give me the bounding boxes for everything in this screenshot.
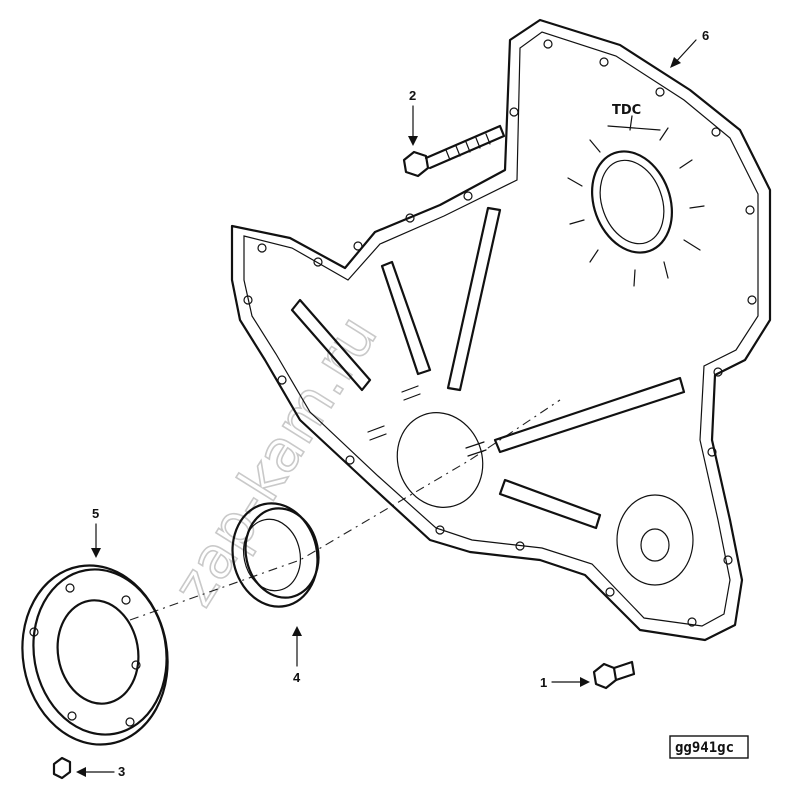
dowel-3: [465, 441, 487, 457]
callout-1: 1: [540, 675, 590, 690]
svg-text:5: 5: [92, 506, 99, 521]
tdc-underline: [607, 125, 661, 131]
dowel-1: [401, 385, 421, 401]
arrow-icon: [408, 136, 418, 146]
timing-gear-cover: TDC: [230, 18, 772, 642]
watermark: zap-kam.ru: [159, 304, 390, 618]
cover-bolt-short: [592, 660, 636, 690]
cover-center-opening: [396, 412, 484, 508]
timing-marks: [567, 115, 705, 287]
arrow-icon: [91, 548, 101, 558]
rib-5: [498, 478, 602, 530]
svg-text:gg941gc: gg941gc: [675, 740, 734, 756]
callout-2: 2: [408, 88, 418, 146]
arrow-icon: [292, 626, 302, 636]
svg-text:3: 3: [118, 764, 125, 779]
rib-2: [380, 260, 432, 376]
reference-tag: gg941gc: [669, 735, 749, 759]
rib-4: [493, 376, 686, 454]
callout-4: 4: [292, 626, 302, 685]
seal-bore-inner: [599, 159, 665, 245]
arrow-icon: [580, 677, 590, 687]
center-axis-line: [129, 399, 561, 621]
crankshaft-front-seal: [231, 502, 320, 608]
arrow-icon: [670, 57, 681, 68]
svg-text:2: 2: [409, 88, 416, 103]
seal-bore: [591, 150, 673, 254]
tdc-mark: TDC: [612, 103, 641, 118]
svg-text:4: 4: [293, 670, 301, 685]
cover-boss-inner: [640, 528, 670, 562]
flange-bolt-holes: [243, 39, 757, 627]
dowel-2: [367, 425, 387, 441]
cover-boss: [616, 494, 694, 586]
arrow-icon: [76, 767, 86, 777]
svg-text:6: 6: [702, 28, 709, 43]
callout-3: 3: [76, 764, 125, 779]
svg-text:1: 1: [540, 675, 547, 690]
seal-adapter-flange: [21, 564, 169, 746]
cover-bolt-long: [402, 124, 506, 178]
callout-6: 6: [670, 28, 709, 68]
nut: [52, 756, 72, 780]
rib-3: [446, 206, 502, 392]
callout-5: 5: [91, 506, 101, 558]
rib-1: [290, 298, 372, 392]
